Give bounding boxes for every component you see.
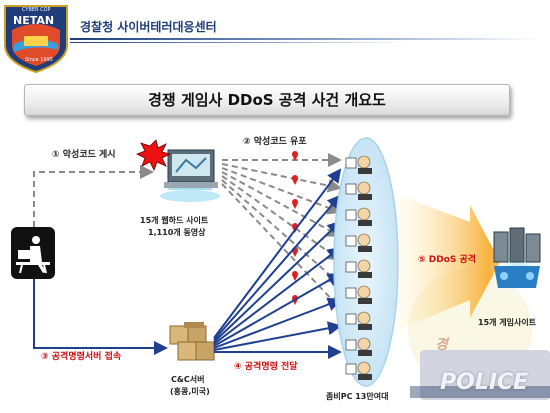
step4-label: ④ 공격명령 전달 <box>234 362 298 372</box>
step5-label: ⑤ DDoS 공격 <box>418 255 477 265</box>
ddos-attack-arrow <box>398 195 500 330</box>
game-server-icon <box>488 222 548 302</box>
logo-top-text: CYBER COP <box>22 7 51 13</box>
agency-name: 경찰청 사이버테러대응센터 <box>80 20 217 34</box>
malware-burst-icon <box>136 139 172 171</box>
distribution-arrows <box>221 153 342 310</box>
command-arrows <box>213 168 342 359</box>
diagram-title: 경쟁 게임사 DDoS 공격 사건 개요도 <box>148 91 386 109</box>
header-rule <box>70 38 540 40</box>
police-badge-stripes <box>410 386 550 398</box>
attacker-icon <box>11 227 55 279</box>
netan-logo <box>4 5 68 74</box>
step3-label: ③ 공격명령서버 접속 <box>41 352 122 362</box>
zombie-pc-icons <box>345 155 372 380</box>
logo-name: NETAN <box>13 14 55 27</box>
cc-label-1: C&C서버 <box>171 375 205 384</box>
webhard-label-2: 1,110개 동영상 <box>148 228 206 237</box>
cc-label-2: (홍콩,미국) <box>170 387 210 396</box>
webhard-server-icon <box>160 149 220 202</box>
logo-since: Since 1995 <box>25 57 53 63</box>
target-label: 15개 게임사이트 <box>478 318 537 327</box>
webhard-label-1: 15개 웹하드 사이트 <box>140 216 209 225</box>
step2-label: ② 악성코드 유포 <box>243 137 307 147</box>
cc-server-icon <box>169 322 215 361</box>
watermark-police: POLICE <box>440 370 529 395</box>
zombie-label: 좀비PC 13만여대 <box>326 392 389 401</box>
step1-label: ① 악성코드 게시 <box>52 150 116 160</box>
arrow-post-malware <box>33 165 154 227</box>
arrow-connect-cc <box>33 279 168 355</box>
title-banner: 경쟁 게임사 DDoS 공격 사건 개요도 <box>24 84 510 116</box>
watermark-gyeong: 경 <box>435 337 448 353</box>
header-rule-thin <box>70 42 410 43</box>
